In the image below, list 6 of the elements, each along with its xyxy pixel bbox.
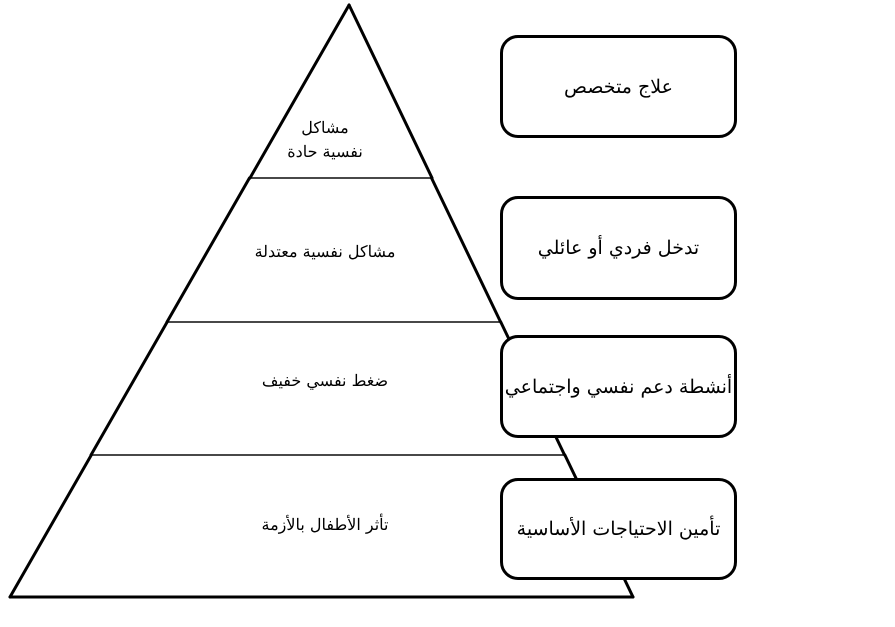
action-box: تأمين الاحتياجات الأساسية [500, 478, 737, 580]
pyramid-layer: مشاكل نفسية حادة [250, 5, 432, 178]
pyramid-layer: مشاكل نفسية معتدلة [167, 178, 502, 322]
action-box: أنشطة دعم نفسي واجتماعي [500, 335, 737, 438]
action-box: علاج متخصص [500, 35, 737, 138]
action-box: تدخل فردي أو عائلي [500, 196, 737, 300]
